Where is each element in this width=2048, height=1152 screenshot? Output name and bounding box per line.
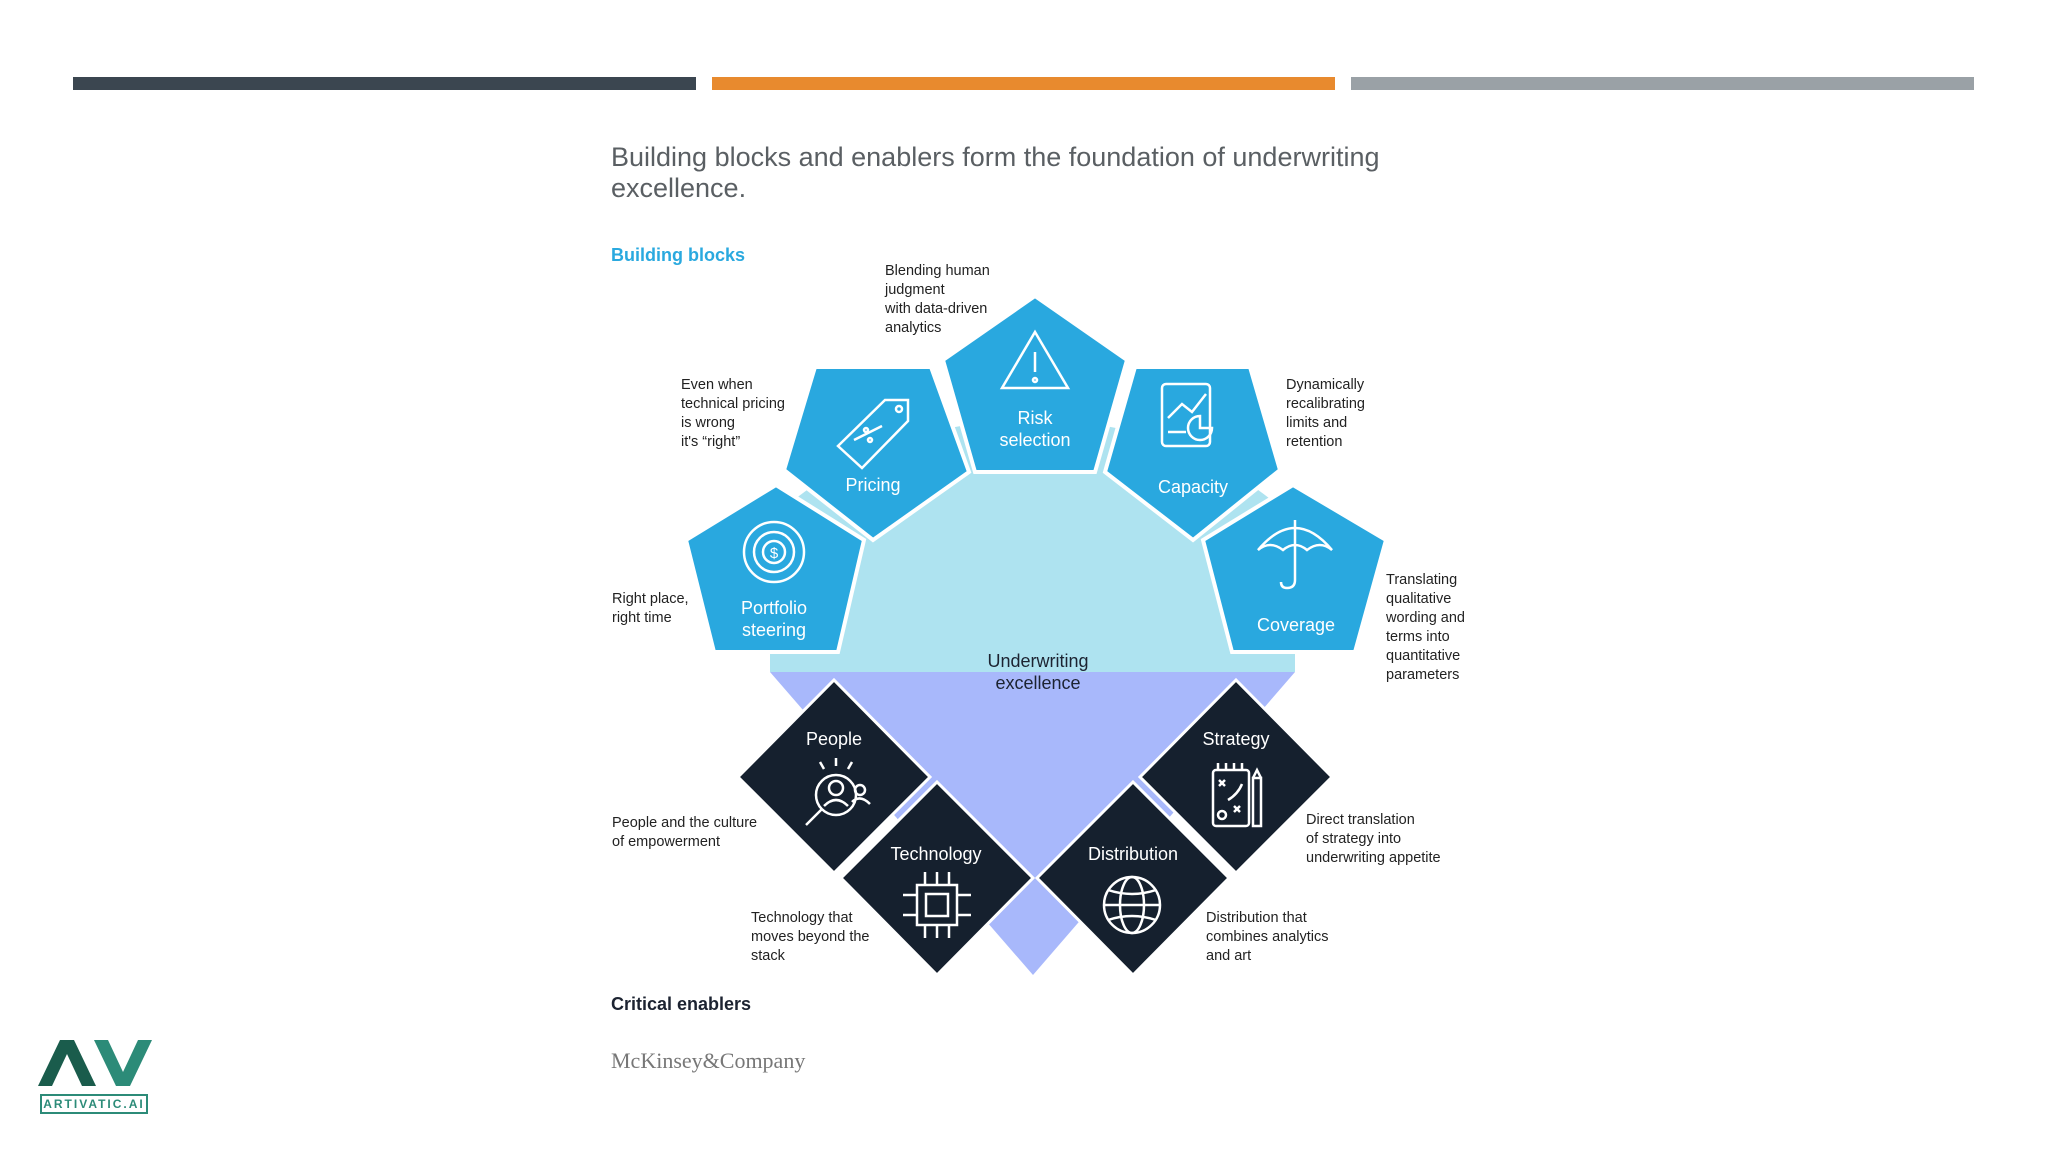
enabler-name-people: People (805, 729, 863, 749)
critical-enablers-label: Critical enablers (611, 994, 752, 1014)
top-bar-orange (712, 77, 1335, 90)
desc-coverage: Translating qualitative wording and term… (1386, 572, 1465, 683)
pentagon-portfolio-steering (683, 482, 867, 654)
desc-portfolio-steering: Right place, right time (612, 591, 689, 626)
desc-risk-selection: Blending human judgment with data-driven… (885, 263, 990, 336)
top-bar-gray (1351, 77, 1974, 90)
chip-icon (903, 872, 971, 938)
enabler-name-strategy: Strategy (1202, 729, 1270, 749)
artivatic-logo-text: ARTIVATIC.AI (40, 1094, 148, 1114)
block-name-portfolio-steering: Portfolio steering (740, 598, 808, 640)
price-tag-icon (836, 398, 910, 470)
block-name-risk-selection: Risk selection (999, 408, 1071, 450)
desc-distribution: Distribution that combines analytics and… (1206, 910, 1329, 964)
diamond-distribution (1034, 779, 1232, 978)
top-bar-dark (73, 77, 696, 90)
pentagon-risk-selection (940, 293, 1130, 474)
desc-pricing: Even when technical pricing is wrong it'… (681, 377, 785, 450)
strategy-board-icon (1211, 763, 1263, 828)
block-name-capacity: Capacity (1157, 477, 1229, 497)
desc-strategy: Direct translation of strategy into unde… (1306, 812, 1441, 866)
center-label: Underwriting excellence (987, 651, 1089, 693)
people-search-icon (805, 758, 871, 826)
dollar-coin-icon: $ (742, 520, 806, 584)
umbrella-icon (1257, 520, 1333, 590)
pentagon-capacity (1102, 365, 1283, 543)
artivatic-logo-mark (38, 1040, 152, 1086)
enabler-name-distribution: Distribution (1087, 844, 1179, 864)
globe-icon (1102, 875, 1162, 935)
slide-title: Building blocks and enablers form the fo… (611, 142, 1380, 203)
desc-technology: Technology that moves beyond the stack (751, 910, 870, 964)
block-name-pricing: Pricing (845, 475, 901, 495)
svg-text:$: $ (770, 545, 779, 562)
desc-people: People and the culture of empowerment (612, 815, 758, 850)
growth-chart-icon (1160, 382, 1214, 448)
block-name-coverage: Coverage (1256, 615, 1336, 635)
diamond-strategy (1137, 677, 1335, 876)
enabler-name-technology: Technology (890, 844, 982, 864)
diamond-people (735, 677, 933, 876)
building-blocks-label: Building blocks (611, 245, 746, 265)
desc-capacity: Dynamically recalibrating limits and ret… (1286, 377, 1365, 450)
warning-triangle-icon (999, 329, 1071, 390)
source-credit: McKinsey&Company (611, 1048, 806, 1073)
